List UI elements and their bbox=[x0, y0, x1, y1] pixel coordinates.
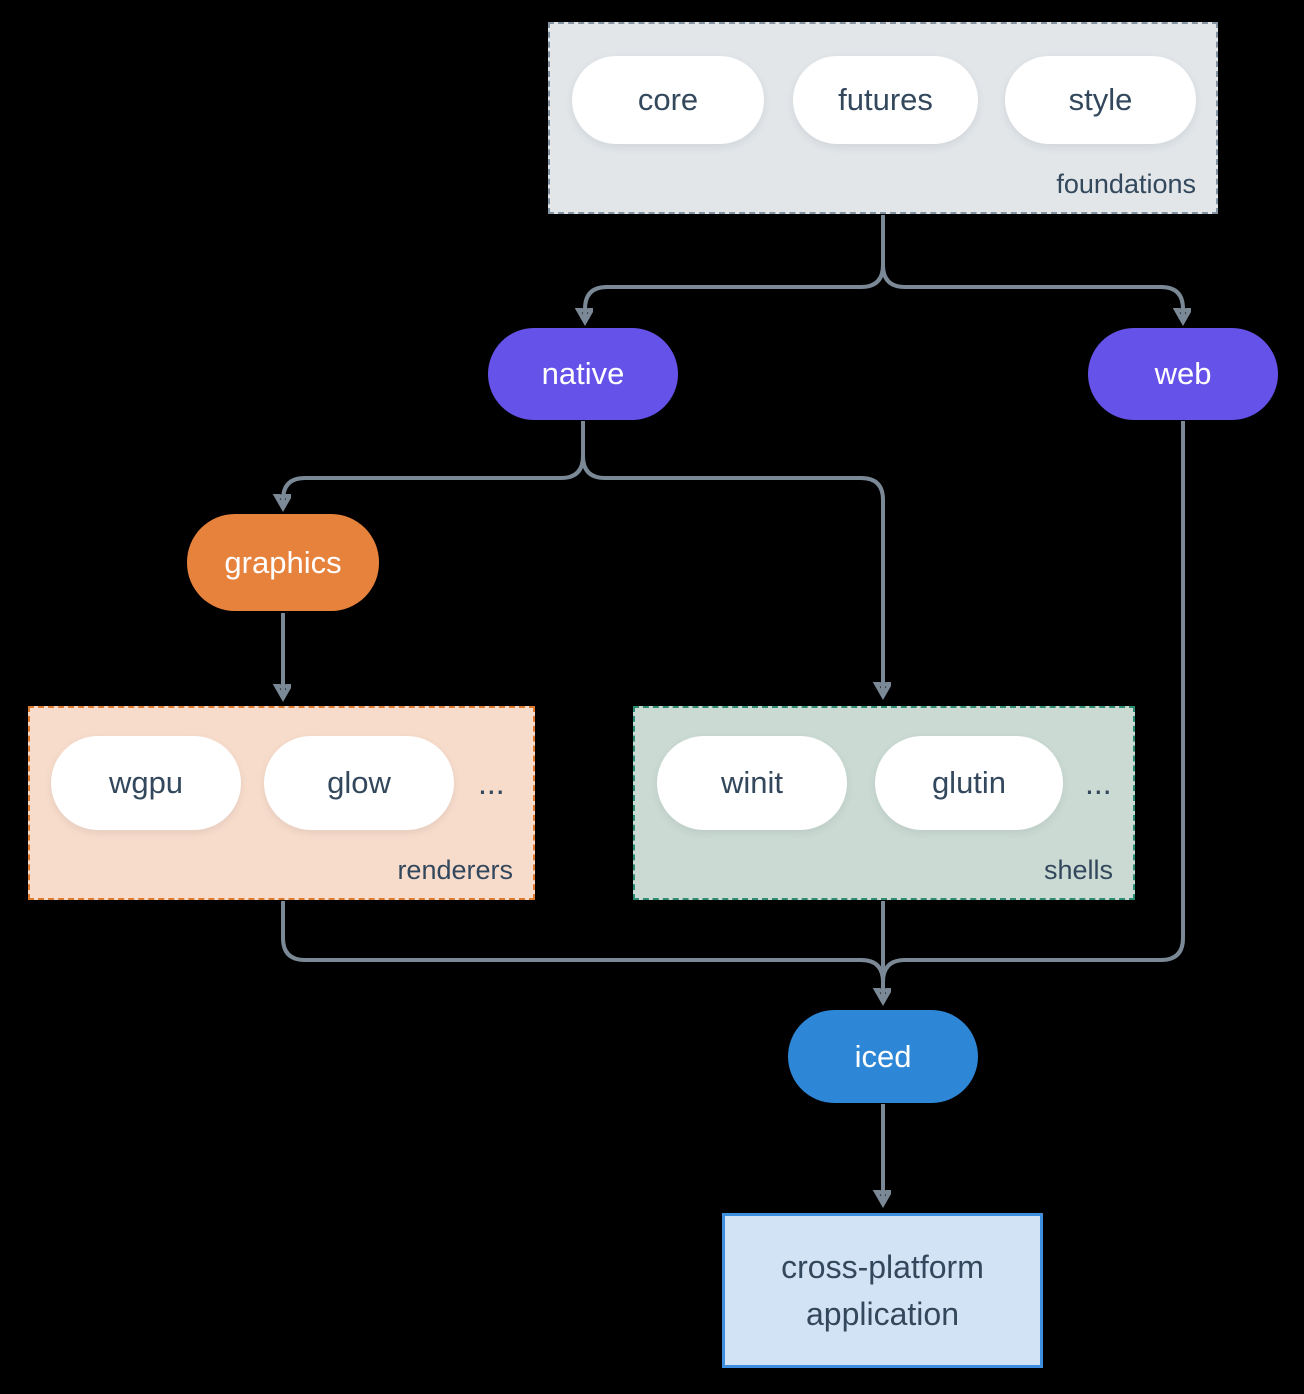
application-label-line1: cross-platform bbox=[781, 1248, 984, 1285]
foundations-label: foundations bbox=[1056, 169, 1196, 199]
node-futures: futures bbox=[793, 56, 978, 144]
node-graphics: graphics bbox=[187, 514, 379, 611]
renderers-group: wgpu glow ... renderers bbox=[28, 706, 535, 900]
shells-group: winit glutin ... shells bbox=[633, 706, 1135, 900]
node-wgpu: wgpu bbox=[51, 736, 241, 830]
edge-foundations-native bbox=[585, 215, 885, 320]
node-iced: iced bbox=[788, 1010, 978, 1103]
shells-label: shells bbox=[1043, 855, 1113, 885]
node-style: style bbox=[1005, 56, 1196, 144]
edge-renderers-iced bbox=[281, 901, 885, 983]
edge-web-iced bbox=[881, 421, 1185, 983]
application-box: cross-platform application bbox=[722, 1213, 1043, 1368]
application-label-line2: application bbox=[806, 1295, 959, 1332]
node-glow: glow bbox=[264, 736, 454, 830]
edge-native-graphics bbox=[283, 421, 585, 506]
edge-foundations-web bbox=[881, 215, 1183, 320]
shells-ellipsis: ... bbox=[1085, 765, 1112, 801]
node-winit: winit bbox=[657, 736, 847, 830]
node-web: web bbox=[1088, 328, 1278, 420]
node-core: core bbox=[572, 56, 764, 144]
node-glutin: glutin bbox=[875, 736, 1063, 830]
edge-native-shells bbox=[581, 421, 883, 694]
node-native: native bbox=[488, 328, 678, 420]
renderers-label: renderers bbox=[397, 855, 513, 885]
foundations-group: core futures style foundations bbox=[548, 22, 1218, 214]
renderers-ellipsis: ... bbox=[478, 765, 505, 801]
